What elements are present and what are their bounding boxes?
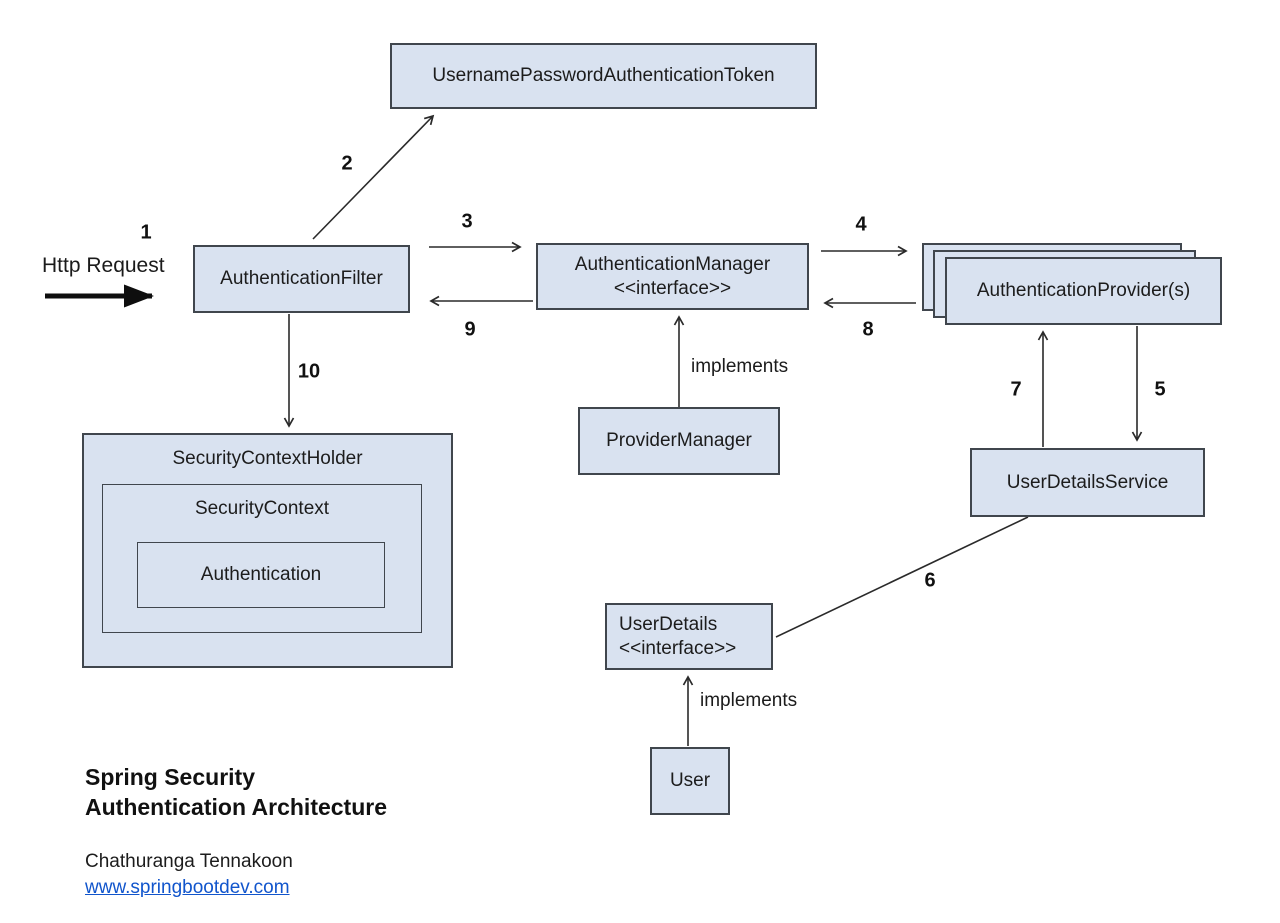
step-number-6: 6 (924, 569, 936, 592)
implements-label-bottom: implements (700, 690, 798, 711)
box-authentication: Authentication (137, 542, 385, 608)
box-stereotype: <<interface>> (619, 637, 737, 659)
arrow-step-2 (312, 114, 435, 240)
box-username-password-authentication-token: UsernamePasswordAuthenticationToken (390, 43, 817, 109)
box-label: SecurityContext (194, 498, 330, 519)
box-user-details: UserDetails <<interface>> (605, 603, 773, 670)
author-name: Chathuranga Tennakoon (85, 851, 293, 872)
box-authentication-filter: AuthenticationFilter (193, 245, 410, 313)
box-label: AuthenticationManager (574, 253, 771, 275)
diagram-title-line1: Spring Security (85, 764, 255, 790)
box-label: ProviderManager (606, 430, 752, 452)
diagram-title: Spring Security Authentication Architect… (85, 762, 387, 822)
box-user-details-service: UserDetailsService (970, 448, 1205, 517)
http-request-label: Http Request (42, 254, 165, 277)
step-number-1: 1 (140, 221, 152, 244)
box-label: SecurityContextHolder (172, 448, 363, 469)
box-stereotype: <<interface>> (613, 277, 732, 299)
box-authentication-providers: AuthenticationProvider(s) (945, 257, 1222, 325)
box-label: UsernamePasswordAuthenticationToken (432, 65, 775, 87)
step-number-10: 10 (297, 360, 321, 383)
step-number-8: 8 (862, 318, 874, 341)
box-label: UserDetails (619, 613, 718, 635)
step-number-9: 9 (464, 318, 476, 341)
step-number-3: 3 (461, 210, 473, 233)
step-number-5: 5 (1154, 378, 1166, 401)
box-label: AuthenticationProvider(s) (976, 280, 1191, 302)
box-label: AuthenticationFilter (220, 268, 383, 290)
box-authentication-manager: AuthenticationManager <<interface>> (536, 243, 809, 310)
box-label: UserDetailsService (1006, 471, 1169, 493)
line-step-6 (775, 516, 1029, 638)
implements-label-top: implements (691, 356, 789, 377)
box-user: User (650, 747, 730, 815)
credit-block: Chathuranga Tennakoon www.springbootdev.… (85, 849, 293, 901)
box-provider-manager: ProviderManager (578, 407, 780, 475)
step-number-2: 2 (341, 152, 353, 175)
box-label: User (669, 770, 711, 792)
box-label: Authentication (200, 564, 322, 586)
website-link[interactable]: www.springbootdev.com (85, 877, 290, 898)
step-number-4: 4 (855, 213, 867, 236)
diagram-title-line2: Authentication Architecture (85, 794, 388, 820)
step-number-7: 7 (1010, 378, 1022, 401)
